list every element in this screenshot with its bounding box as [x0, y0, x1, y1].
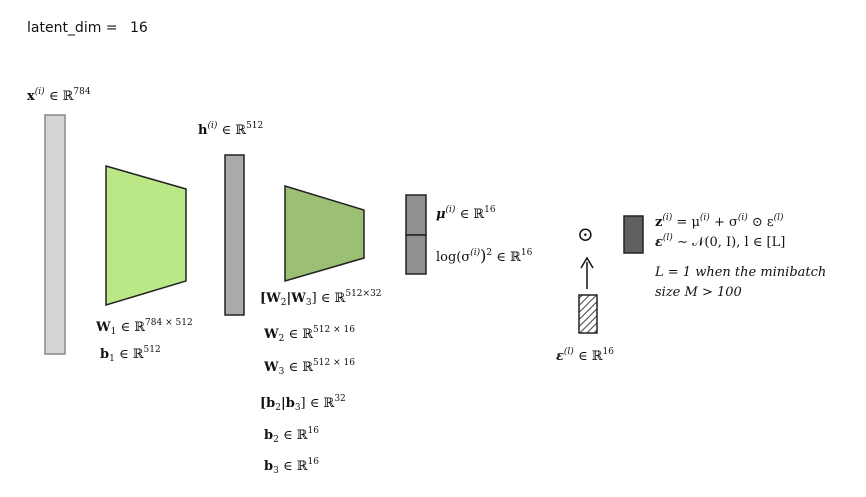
b2b3-concat-label: [b2|b3] ∈ ℝ32 [260, 394, 346, 413]
b2-label: b2 ∈ ℝ16 [264, 426, 319, 445]
encoder-trapezoid-2 [284, 184, 365, 282]
mu-box [405, 194, 427, 236]
w3-label: W3 ∈ ℝ512 × 16 [264, 358, 355, 377]
z-equation: z(i) = μ(i) + σ(i) ⊙ ε(l) [655, 213, 784, 230]
epsilon-label: ε(l) ∈ ℝ16 [556, 347, 614, 364]
minibatch-note-line1: L = 1 when the minibatch [655, 265, 827, 280]
latent-dim-equals: = [105, 20, 118, 36]
hidden-bar [224, 154, 245, 316]
latent-dim-value: 16 [130, 20, 148, 36]
mu-label: μ(i) ∈ ℝ16 [436, 205, 496, 222]
odot-operator: ⊙ [577, 222, 594, 246]
encoder-trapezoid-1 [105, 165, 187, 307]
minibatch-note-line2: size M > 100 [655, 285, 742, 300]
w1-label: W1 ∈ ℝ784 × 512 [96, 318, 193, 337]
w2w3-concat-label: [W2|W3] ∈ ℝ512×32 [260, 289, 382, 308]
epsilon-box [578, 294, 598, 334]
latent-dim-label: latent_dim = 16 [27, 21, 148, 35]
latent-dim-name: latent_dim [27, 20, 102, 36]
hidden-label: h(i) ∈ ℝ512 [198, 121, 264, 138]
logsigma-box [405, 234, 427, 275]
w2-label: W2 ∈ ℝ512 × 16 [264, 325, 355, 344]
input-label: x(i) ∈ ℝ784 [27, 87, 91, 104]
epsilon-distribution: ε(l) ∼ 𝒩(0, I), l ∈ [L] [655, 233, 786, 250]
logsigma-label: log(σ(i))2 ∈ ℝ16 [436, 246, 533, 265]
z-box [623, 215, 644, 254]
arrow-head [580, 256, 594, 269]
input-bar [44, 114, 66, 355]
b1-label: b1 ∈ ℝ512 [100, 345, 161, 364]
b3-label: b3 ∈ ℝ16 [264, 457, 319, 476]
